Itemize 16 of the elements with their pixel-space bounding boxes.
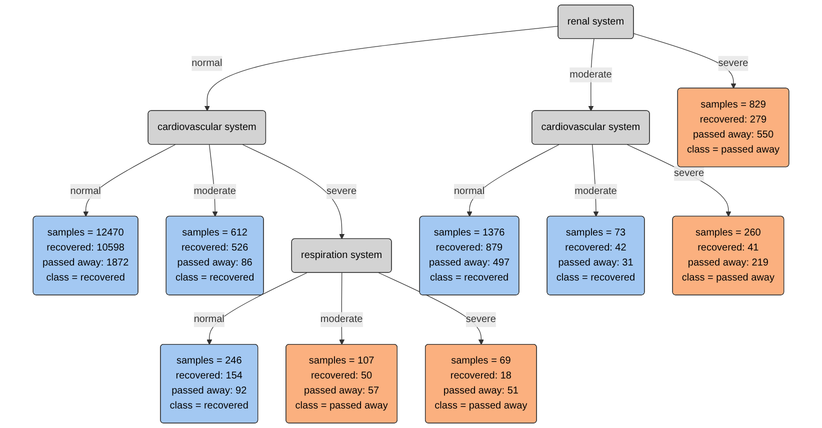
- edge-label: severe: [674, 168, 704, 178]
- edge-label: severe: [326, 186, 357, 197]
- edge-label: severe: [466, 314, 496, 325]
- arrow: [204, 26, 559, 112]
- arrow: [626, 144, 732, 217]
- edge-label: moderate: [574, 186, 617, 197]
- arrow: [242, 144, 345, 240]
- edge-label: normal: [192, 58, 222, 68]
- edge-label: normal: [194, 314, 224, 325]
- edge-label: severe: [718, 58, 748, 68]
- edge-label: moderate: [320, 314, 363, 325]
- edge-label: normal: [70, 186, 101, 197]
- arrow: [633, 33, 736, 89]
- edge-label: moderate: [194, 186, 236, 197]
- edge-label: normal: [454, 186, 485, 197]
- edge-label: moderate: [570, 69, 612, 80]
